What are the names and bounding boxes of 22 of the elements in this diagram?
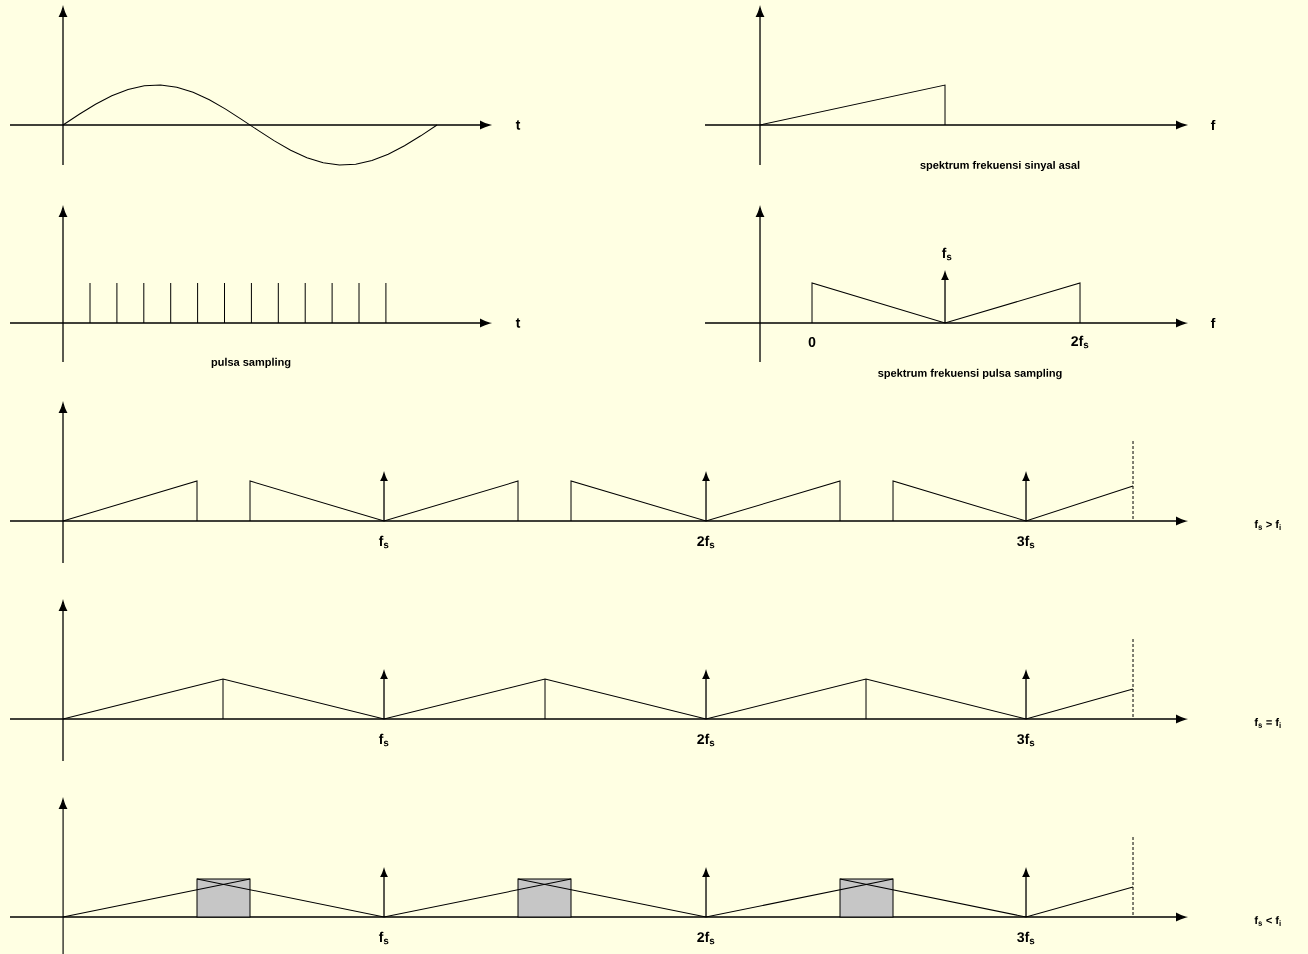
condition-label: f$_{s}$ > f$_{i}$ xyxy=(1254,520,1281,530)
caption: spektrum frekuensi sinyal asal xyxy=(920,160,1080,172)
tick-label: f$_{s}$ xyxy=(378,535,389,549)
caption: spektrum frekuensi pulsa sampling xyxy=(878,368,1062,380)
tick-label: 2f$_{s}$ xyxy=(1071,335,1089,349)
tick-label: 2f$_{s}$ xyxy=(697,931,715,945)
condition-label: f$_{s}$ = f$_{i}$ xyxy=(1254,718,1281,728)
tick-label: 3f$_{s}$ xyxy=(1017,931,1035,945)
tick-label: 3f$_{s}$ xyxy=(1017,733,1035,747)
condition-label: f$_{s}$ < f$_{i}$ xyxy=(1254,916,1281,926)
tick-label: 0 xyxy=(808,337,816,347)
tick-label: 2f$_{s}$ xyxy=(697,733,715,747)
axis-label: t xyxy=(515,120,521,130)
tick-label: f$_{s}$ xyxy=(941,247,952,261)
axis-label: f xyxy=(1210,119,1216,131)
tick-label: 3f$_{s}$ xyxy=(1017,535,1035,549)
axis-label: t xyxy=(515,318,521,328)
tick-label: f$_{s}$ xyxy=(378,931,389,945)
caption: pulsa sampling xyxy=(211,357,291,369)
tick-label: f$_{s}$ xyxy=(378,733,389,747)
axis-label: f xyxy=(1210,317,1216,329)
tick-label: 2f$_{s}$ xyxy=(697,535,715,549)
